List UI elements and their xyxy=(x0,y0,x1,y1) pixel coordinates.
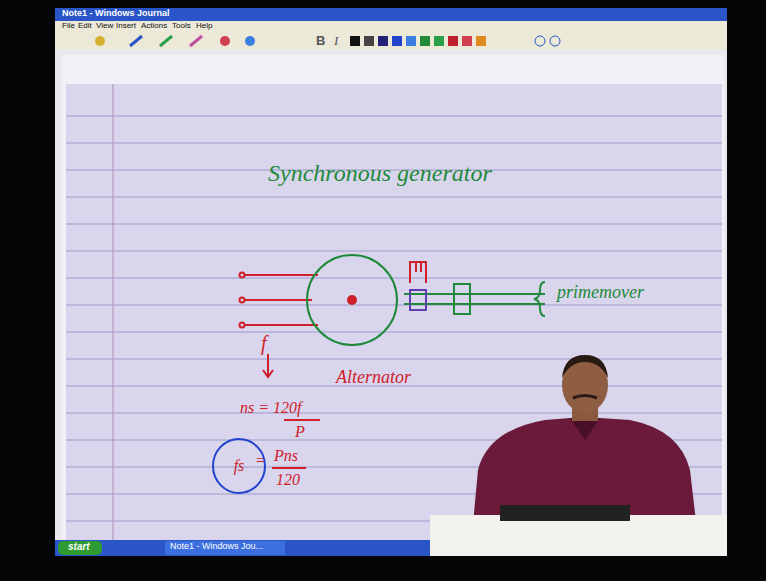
formula-numerator: Pns xyxy=(274,447,298,465)
arrow-down xyxy=(263,354,273,377)
menu-bar xyxy=(55,21,727,32)
task-label: Note1 - Windows Jou... xyxy=(170,542,263,552)
shaft-and-coupling xyxy=(404,262,545,316)
formula-denominator: 120 xyxy=(276,471,300,489)
fraction-bar xyxy=(284,419,320,421)
menu-item: File xyxy=(62,22,75,31)
toolbar xyxy=(55,32,727,50)
formula-denominator: P xyxy=(295,423,305,441)
menu-item: View xyxy=(96,22,113,31)
title: Synchronous generator xyxy=(268,160,492,186)
title-bar xyxy=(55,8,727,21)
window-title: Note1 - Windows Journal xyxy=(62,9,169,19)
task-button xyxy=(165,541,285,555)
fraction-bar xyxy=(272,467,306,469)
color-swatches xyxy=(95,36,560,46)
menu-item: Actions xyxy=(141,22,167,31)
menu-item: Tools xyxy=(172,22,191,31)
rotor-dot xyxy=(347,295,357,305)
desk-papers xyxy=(430,515,727,556)
menu-item: Help xyxy=(196,22,212,31)
tablet xyxy=(500,505,630,521)
menu-item: Insert xyxy=(116,22,136,31)
menu-item: Edit xyxy=(78,22,92,31)
prime-mover-label: primemover xyxy=(557,283,644,303)
start-button xyxy=(58,541,102,555)
start-label: start xyxy=(68,541,90,552)
node-text: fs xyxy=(234,457,245,475)
toolbar-bold: B xyxy=(316,34,325,48)
node-text: Alternator xyxy=(336,368,398,388)
speed-formula: ns = 120f xyxy=(240,399,301,417)
app-window xyxy=(55,8,727,556)
alternator-circle: Alternator xyxy=(306,254,398,388)
toolbar-italic: I xyxy=(334,34,338,48)
circled-frequency: fs xyxy=(212,438,266,494)
margin-line xyxy=(113,84,114,540)
frequency-symbol: f xyxy=(261,332,267,354)
node-outline xyxy=(306,254,398,346)
